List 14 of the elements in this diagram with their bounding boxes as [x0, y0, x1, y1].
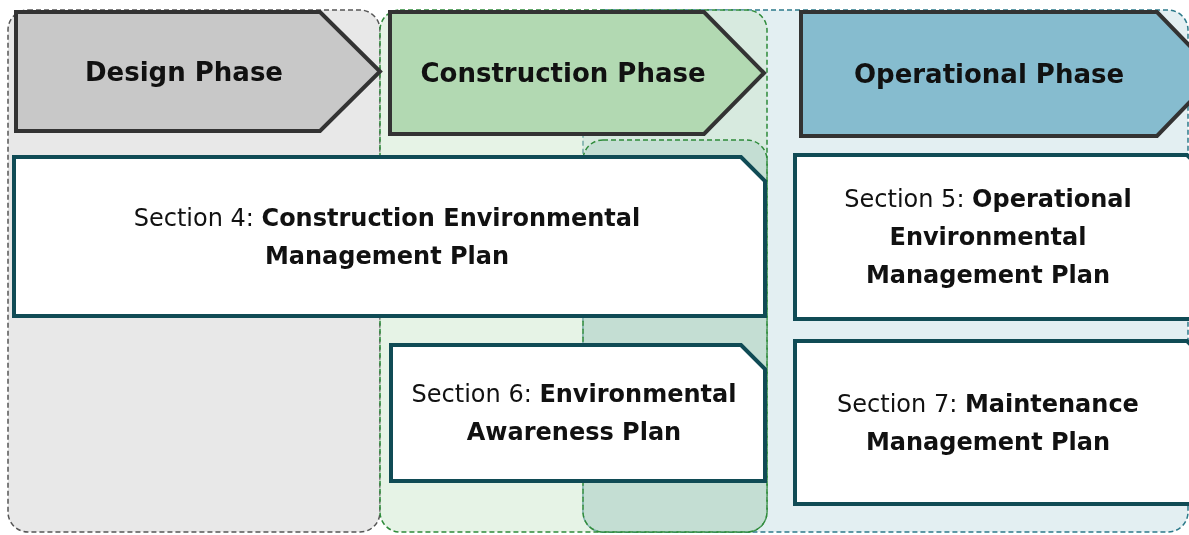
plan-box [793, 153, 1189, 321]
plan-description: Section 6: Environmental Awareness Plan [410, 379, 738, 448]
phase-title: Construction Phase [419, 57, 707, 90]
phase-header [799, 10, 1189, 138]
phase-header [14, 10, 382, 133]
plan-box [389, 343, 767, 483]
plan-description: Section 5: Operational Environmental Management Plan [843, 184, 1133, 291]
plan-box [793, 339, 1189, 506]
phase-title: Operational Phase [852, 58, 1126, 91]
plan-description: Section 4: Construction Environmental Management Plan [132, 202, 642, 272]
phase-header [388, 10, 766, 136]
phase-title: Design Phase [84, 55, 284, 89]
plan-description: Section 7: Maintenance Management Plan [836, 388, 1140, 458]
plan-box [12, 155, 767, 318]
